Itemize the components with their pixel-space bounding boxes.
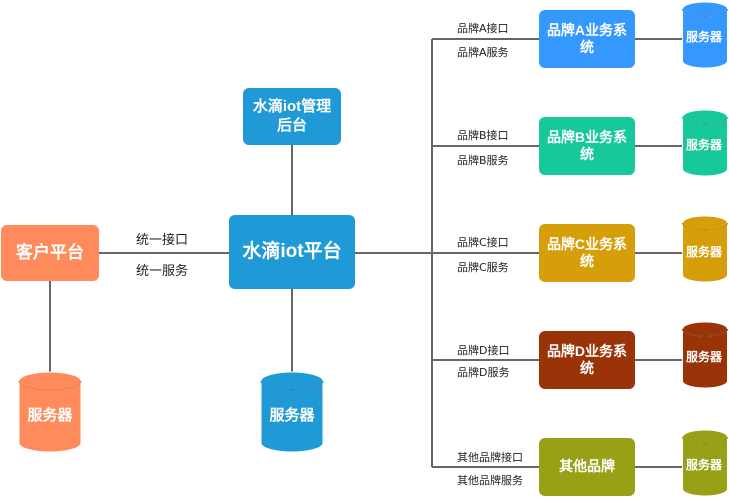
client-interface-label: 统一接口	[136, 233, 189, 248]
brand-c-system-label: 品牌C业务系统	[546, 235, 628, 270]
iot-platform-node: 水滴iot平台	[229, 215, 355, 289]
brand-b-system-label: 品牌B业务系统	[546, 128, 628, 163]
brand-d-interface-label: 品牌D接口	[457, 344, 510, 357]
server-cylinder-platform	[260, 371, 324, 453]
client-platform-node: 客户平台	[1, 225, 99, 281]
brand-b-system-node: 品牌B业务系统	[539, 117, 635, 175]
client-service-label: 统一服务	[136, 264, 189, 279]
brand-c-server-label: 服务器	[685, 245, 722, 259]
iot-admin-node: 水滴iot管理后台	[243, 88, 341, 145]
brand-d-system-label: 品牌D业务系统	[546, 342, 628, 377]
brand-a-server-label: 服务器	[685, 30, 722, 44]
platform-server-label: 服务器	[269, 406, 315, 424]
server-cylinder-other	[682, 429, 728, 497]
iot-platform-label: 水滴iot平台	[242, 241, 342, 263]
brand-d-system-node: 品牌D业务系统	[539, 331, 635, 389]
other-service-label: 其他品牌服务	[457, 474, 523, 487]
client-platform-label: 客户平台	[16, 243, 84, 263]
brand-a-service-label: 品牌A服务	[457, 46, 509, 59]
server-cylinder-brand-a	[682, 1, 728, 69]
other-brand-node: 其他品牌	[539, 438, 635, 496]
brand-c-service-label: 品牌C服务	[457, 261, 509, 274]
brand-b-server-label: 服务器	[685, 138, 722, 152]
server-cylinder-brand-d	[682, 321, 728, 389]
brand-c-system-node: 品牌C业务系统	[539, 224, 635, 282]
brand-d-service-label: 品牌D服务	[457, 366, 510, 379]
brand-b-interface-label: 品牌B接口	[457, 129, 509, 142]
other-interface-label: 其他品牌接口	[457, 451, 523, 464]
brand-c-interface-label: 品牌C接口	[457, 236, 509, 249]
brand-a-system-node: 品牌A业务系统	[539, 10, 635, 68]
server-cylinder-client	[18, 371, 82, 453]
brand-a-interface-label: 品牌A接口	[457, 22, 509, 35]
brand-d-server-label: 服务器	[685, 350, 722, 364]
server-cylinder-brand-c	[682, 215, 728, 283]
other-server-label: 服务器	[685, 458, 722, 472]
brand-b-service-label: 品牌B服务	[457, 154, 509, 167]
brand-a-system-label: 品牌A业务系统	[546, 21, 628, 56]
other-brand-label: 其他品牌	[559, 458, 615, 475]
iot-admin-label: 水滴iot管理后台	[252, 97, 332, 134]
client-server-label: 服务器	[27, 406, 73, 424]
server-cylinder-brand-b	[682, 109, 728, 177]
